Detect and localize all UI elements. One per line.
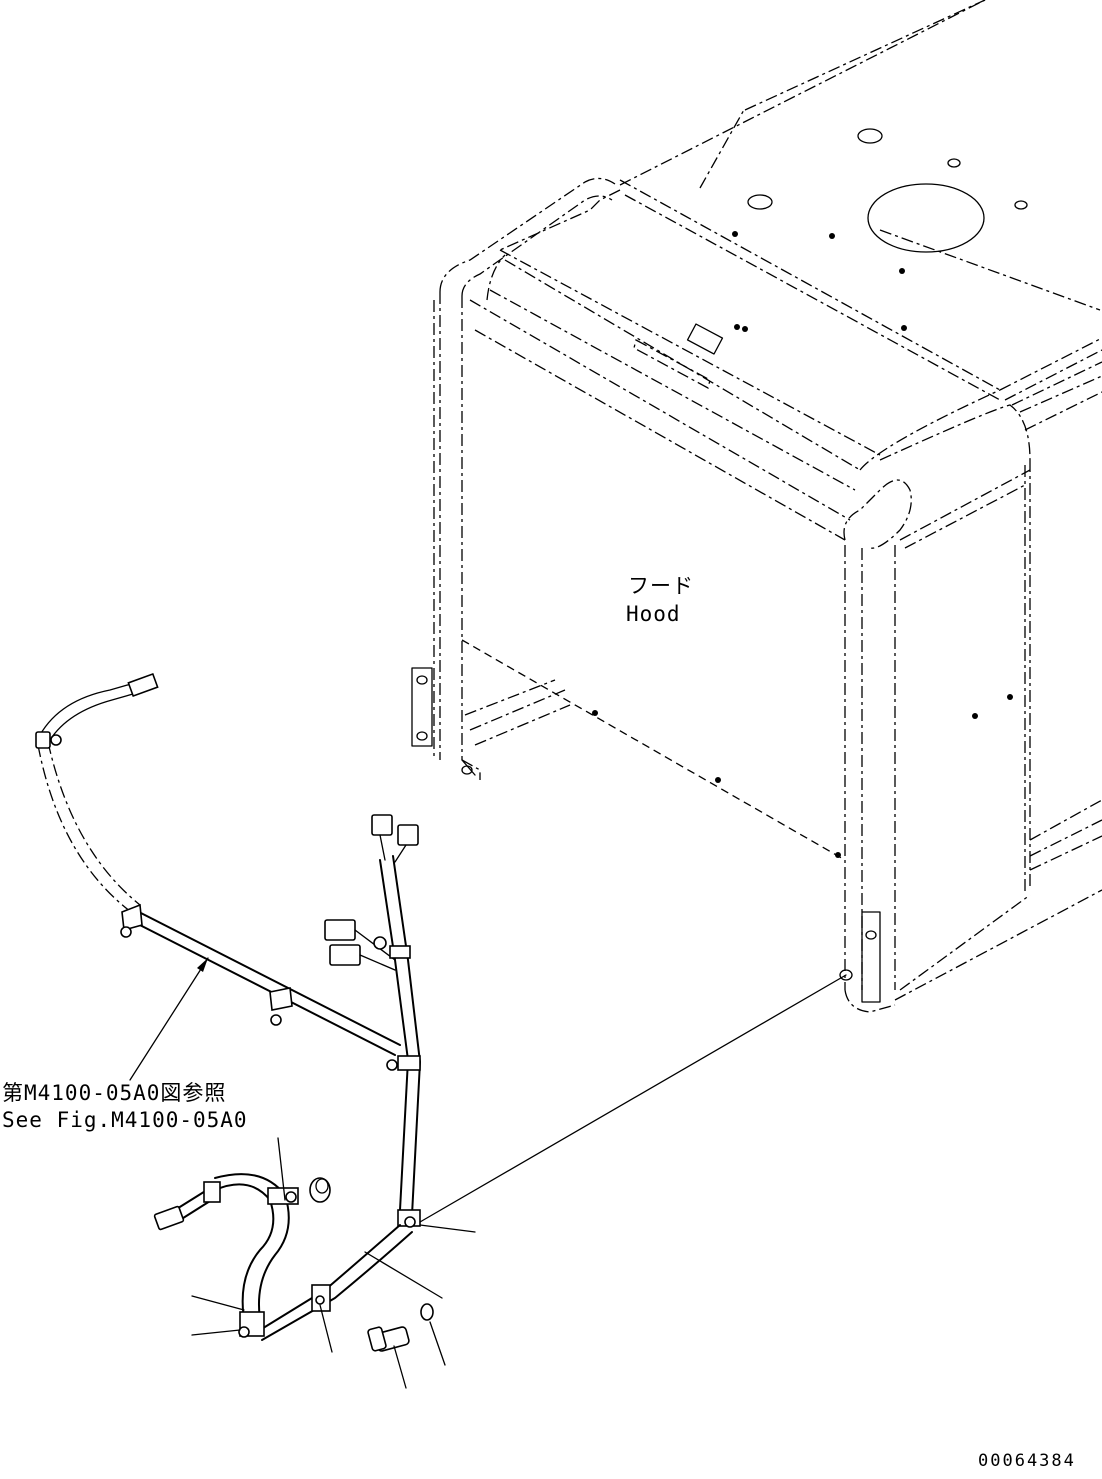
hood-assembly bbox=[411, 0, 1102, 1013]
reference-label-jp: 第M4100-05A0図参照 bbox=[2, 1081, 227, 1105]
drawing-code: 00064384 bbox=[978, 1451, 1076, 1471]
hood-label-jp: フード bbox=[628, 574, 694, 598]
leader-lines bbox=[129, 957, 847, 1389]
wire-harness bbox=[35, 672, 434, 1352]
reference-label-en: See Fig.M4100-05A0 bbox=[2, 1108, 248, 1132]
hood-label-en: Hood bbox=[626, 602, 681, 626]
